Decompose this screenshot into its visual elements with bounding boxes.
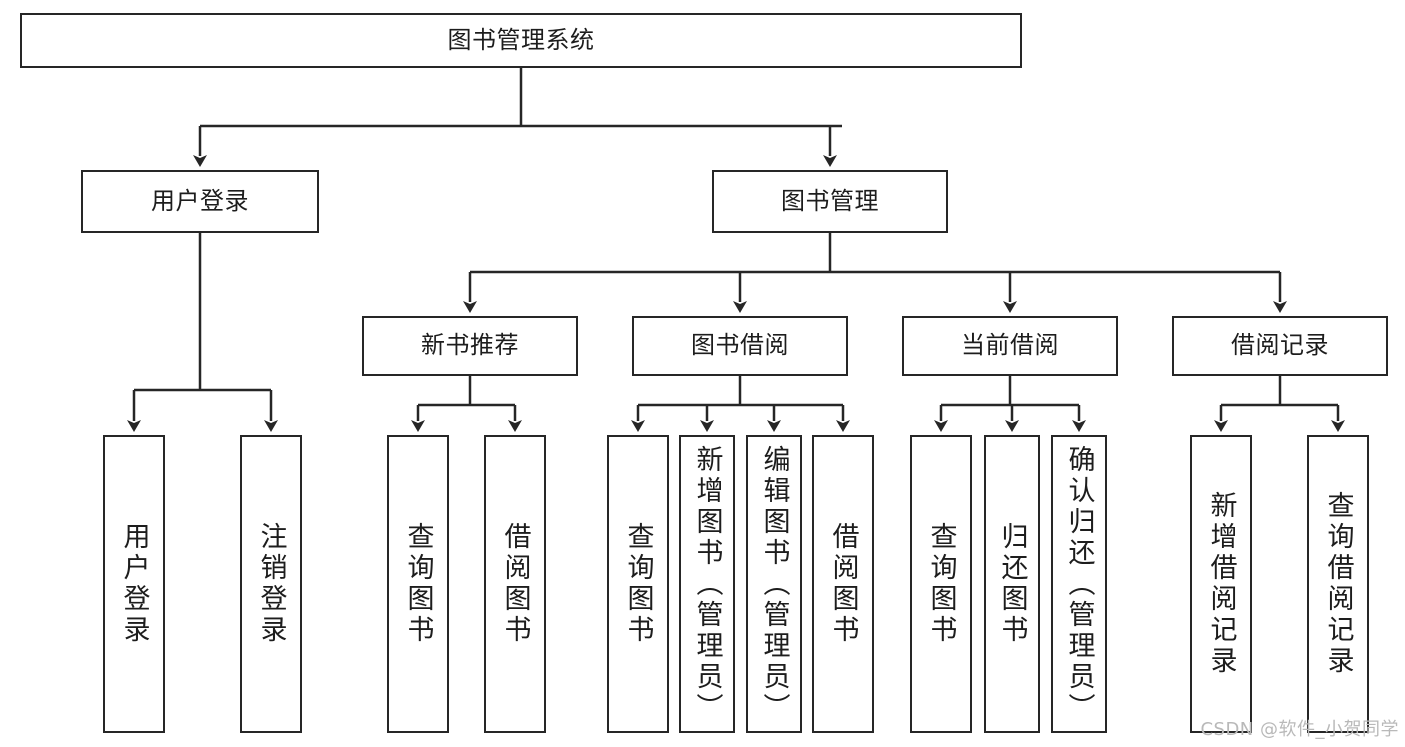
node-leaf-query-book-rec[interactable]: 查询图书 xyxy=(387,435,449,733)
node-user-login-label: 用户登录 xyxy=(151,186,249,215)
node-leaf-query-book-cur[interactable]: 查询图书 xyxy=(910,435,972,733)
node-leaf-edit-book[interactable]: 编辑图书（管理员） xyxy=(746,435,802,733)
node-book-manage[interactable]: 图书管理 xyxy=(712,170,948,233)
node-new-book-rec[interactable]: 新书推荐 xyxy=(362,316,578,376)
node-leaf-add-record-label: 新增借阅记录 xyxy=(1205,491,1237,677)
node-leaf-query-book-rec-label: 查询图书 xyxy=(402,522,434,646)
node-root-label: 图书管理系统 xyxy=(447,25,595,54)
node-leaf-borrow-book[interactable]: 借阅图书 xyxy=(812,435,874,733)
node-book-borrow[interactable]: 图书借阅 xyxy=(632,316,848,376)
node-leaf-query-book[interactable]: 查询图书 xyxy=(607,435,669,733)
node-leaf-return-book[interactable]: 归还图书 xyxy=(984,435,1040,733)
node-leaf-query-book-cur-label: 查询图书 xyxy=(925,522,957,646)
watermark-text: CSDN @软件_小贺同学 xyxy=(1200,719,1399,740)
node-leaf-query-record[interactable]: 查询借阅记录 xyxy=(1307,435,1369,733)
node-leaf-logout-label: 注销登录 xyxy=(255,522,287,646)
node-root[interactable]: 图书管理系统 xyxy=(20,13,1022,68)
node-leaf-add-record[interactable]: 新增借阅记录 xyxy=(1190,435,1252,733)
node-leaf-user-login[interactable]: 用户登录 xyxy=(103,435,165,733)
node-leaf-logout[interactable]: 注销登录 xyxy=(240,435,302,733)
node-book-borrow-label: 图书借阅 xyxy=(691,331,789,360)
node-leaf-add-book-label: 新增图书（管理员） xyxy=(691,444,723,724)
node-leaf-borrow-book-rec[interactable]: 借阅图书 xyxy=(484,435,546,733)
node-current-borrow-label: 当前借阅 xyxy=(961,331,1059,360)
node-borrow-record[interactable]: 借阅记录 xyxy=(1172,316,1388,376)
node-leaf-edit-book-label: 编辑图书（管理员） xyxy=(758,444,790,724)
node-borrow-record-label: 借阅记录 xyxy=(1231,331,1329,360)
node-leaf-borrow-book-label: 借阅图书 xyxy=(827,522,859,646)
node-leaf-add-book[interactable]: 新增图书（管理员） xyxy=(679,435,735,733)
node-leaf-user-login-label: 用户登录 xyxy=(118,522,150,646)
node-new-book-rec-label: 新书推荐 xyxy=(421,331,519,360)
node-leaf-confirm-return-label: 确认归还（管理员） xyxy=(1063,444,1095,724)
node-leaf-query-book-label: 查询图书 xyxy=(622,522,654,646)
node-leaf-confirm-return[interactable]: 确认归还（管理员） xyxy=(1051,435,1107,733)
node-leaf-return-book-label: 归还图书 xyxy=(996,522,1028,646)
node-leaf-query-record-label: 查询借阅记录 xyxy=(1322,491,1354,677)
node-book-manage-label: 图书管理 xyxy=(781,186,879,215)
node-leaf-borrow-book-rec-label: 借阅图书 xyxy=(499,522,531,646)
node-user-login[interactable]: 用户登录 xyxy=(81,170,319,233)
node-current-borrow[interactable]: 当前借阅 xyxy=(902,316,1118,376)
